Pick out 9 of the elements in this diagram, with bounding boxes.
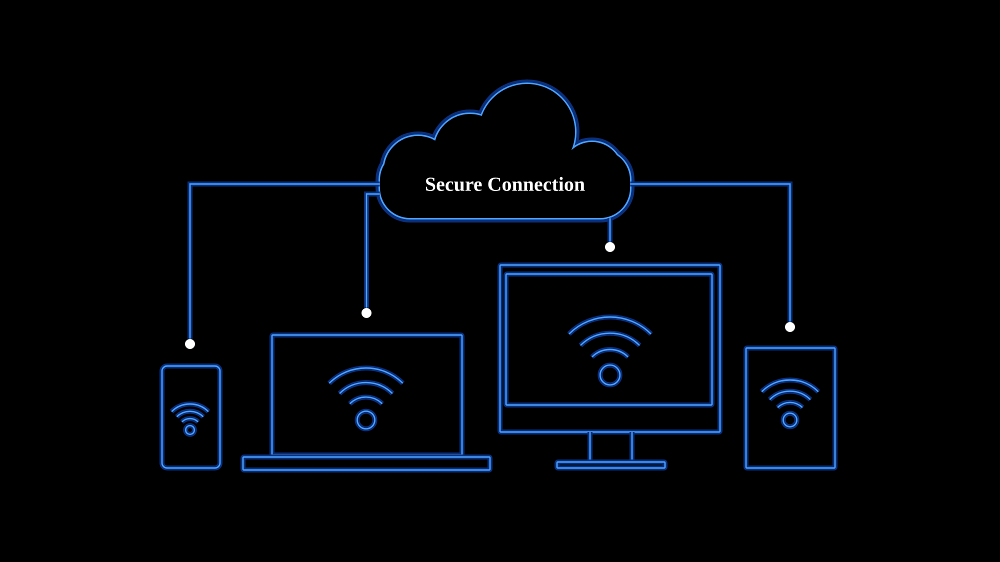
phone-drawing <box>160 339 222 470</box>
cloud-drawing: Secure Connection <box>376 80 634 222</box>
connector-line <box>630 182 792 322</box>
laptop-drawing <box>240 308 492 472</box>
connector-line <box>188 182 380 339</box>
connector-line <box>608 218 612 242</box>
connector-line <box>364 192 380 308</box>
tablet-drawing <box>744 322 838 470</box>
monitor-drawing <box>498 242 722 470</box>
